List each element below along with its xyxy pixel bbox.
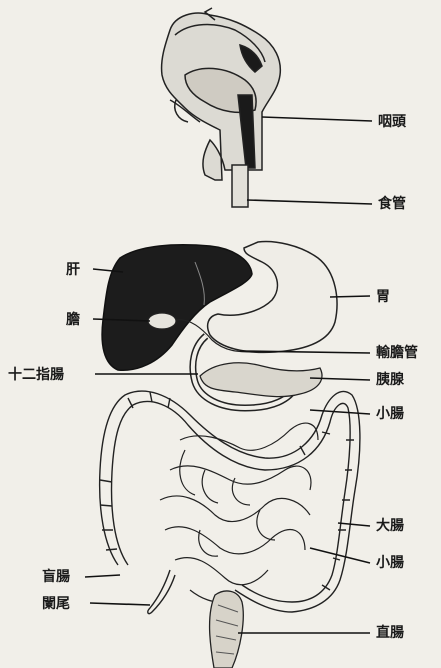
label-appendix: 闌尾 — [42, 596, 70, 612]
label-pharynx: 咽頭 — [378, 114, 406, 130]
label-small-intestine-lower: 小腸 — [376, 555, 404, 571]
label-gallbladder: 膽 — [66, 312, 80, 328]
label-large-intestine: 大腸 — [376, 518, 404, 534]
liver-shape — [102, 245, 252, 370]
label-pancreas: 胰腺 — [376, 372, 404, 388]
label-duodenum: 十二指腸 — [8, 367, 64, 383]
label-bile-duct: 輸膽管 — [376, 345, 418, 361]
label-rectum: 直腸 — [376, 625, 404, 641]
esophagus-tube — [232, 165, 248, 207]
label-esophagus: 食管 — [378, 196, 406, 212]
head-section — [162, 8, 281, 180]
small-intestine-loops — [160, 423, 318, 602]
label-stomach: 胃 — [376, 289, 390, 305]
gallbladder-shape — [148, 313, 176, 329]
appendix-shape — [148, 570, 175, 614]
large-intestine-shape — [100, 391, 360, 612]
rectum-shape — [210, 591, 244, 668]
label-liver: 肝 — [66, 262, 80, 278]
label-small-intestine-upper: 小腸 — [376, 406, 404, 422]
pancreas-shape — [200, 363, 322, 397]
label-cecum: 盲腸 — [42, 569, 70, 585]
